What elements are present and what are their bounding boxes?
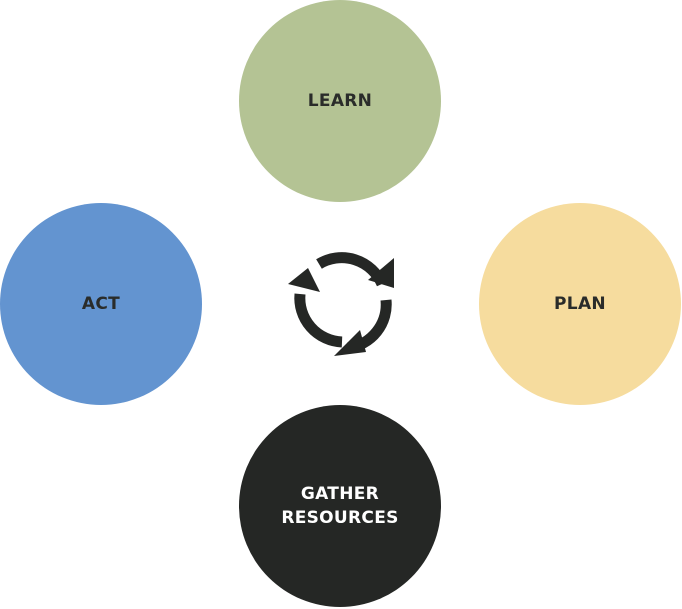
plan-label: PLAN xyxy=(554,294,606,314)
act-node: ACT xyxy=(0,203,202,405)
gather-resources-node: GATHER RESOURCES xyxy=(239,405,441,607)
cycle-arrows-icon xyxy=(288,252,394,356)
cycle-arc-left xyxy=(294,293,343,348)
act-label: ACT xyxy=(81,294,121,314)
arrowhead-bottom xyxy=(334,330,366,356)
plan-node: PLAN xyxy=(479,203,681,405)
learn-node: LEARN xyxy=(239,0,441,202)
gather-resources-label: GATHER RESOURCES xyxy=(281,484,399,528)
arrowhead-left xyxy=(288,268,320,292)
arrowhead-top-right xyxy=(368,258,394,288)
learn-label: LEARN xyxy=(307,91,373,111)
